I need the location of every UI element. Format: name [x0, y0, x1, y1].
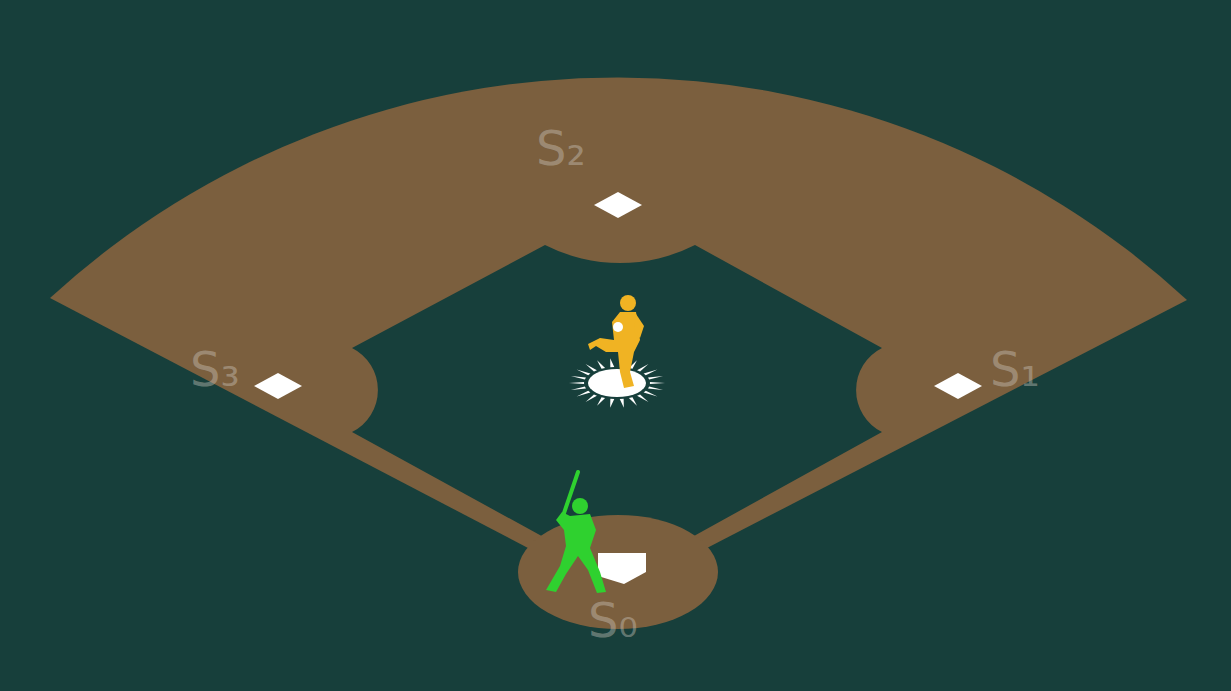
mound-ray	[650, 382, 665, 384]
mound-ray	[569, 382, 584, 384]
pitcher-figure	[588, 295, 644, 388]
mound-ray	[620, 399, 624, 408]
ball	[613, 322, 623, 332]
batter-head	[572, 498, 588, 514]
mound-ray	[610, 358, 614, 367]
pitcher-body	[588, 312, 640, 388]
batter-body	[546, 512, 606, 593]
mound-ray	[586, 364, 597, 371]
base-label: S₀	[588, 596, 638, 644]
base-label: S₁	[990, 345, 1040, 393]
mound-ray	[644, 391, 658, 397]
mound-ray	[597, 397, 605, 406]
mound-ray	[629, 397, 637, 406]
mound-plate	[588, 369, 646, 397]
third-base	[254, 373, 302, 399]
pitcher-arm	[634, 314, 644, 338]
mound-ray	[610, 399, 614, 408]
mound-ray	[577, 391, 591, 397]
mound-ray	[648, 376, 663, 379]
mound-ray	[586, 394, 597, 401]
mound-ray	[637, 394, 648, 401]
batter-figure	[546, 472, 606, 593]
first-base	[934, 373, 982, 399]
mound-ray	[644, 369, 658, 375]
home-plate	[598, 553, 646, 584]
second-base	[594, 192, 642, 218]
pitchers-mound	[569, 358, 665, 407]
pitcher-head	[620, 295, 636, 311]
mound-ray	[637, 364, 648, 371]
mound-ray	[597, 360, 605, 369]
mound-ray	[577, 369, 591, 375]
base-label: S₂	[536, 124, 586, 172]
base-label: S₃	[190, 345, 240, 393]
mound-ray	[571, 376, 586, 379]
mound-ray	[571, 387, 586, 390]
mound-ray	[648, 387, 663, 390]
